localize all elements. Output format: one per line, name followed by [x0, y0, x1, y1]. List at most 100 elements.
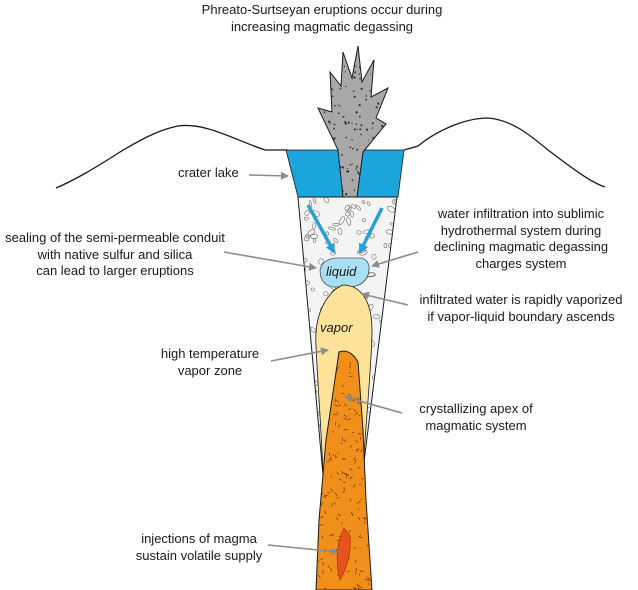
water-infiltration-line-3: declining magmatic degassing [433, 239, 609, 254]
magma-crystal [350, 511, 354, 517]
breccia-clast [309, 402, 315, 407]
breccia-clast [382, 421, 388, 427]
breccia-clast [301, 399, 308, 404]
magma-crystal [321, 561, 324, 566]
magma-crystal [341, 522, 344, 524]
magma-crystal [345, 473, 350, 477]
breccia-clast [333, 238, 339, 243]
breccia-clast [350, 211, 354, 218]
breccia-clast [380, 327, 389, 333]
ash-speck [359, 128, 362, 131]
ash-speck [355, 168, 357, 170]
magma-crystal [336, 400, 339, 403]
breccia-clast [302, 359, 309, 369]
ash-speck [351, 179, 354, 182]
magma-crystal [332, 534, 334, 537]
ash-speck [366, 129, 369, 131]
magma-crystal [316, 512, 320, 517]
breccia-clast [332, 222, 340, 227]
ash-speck [377, 102, 380, 105]
ash-speck [341, 166, 345, 169]
water-infiltration-label: water infiltration into sublimic hydroth… [416, 206, 626, 272]
magma-crystal [337, 513, 341, 517]
title-line-1: Phreato-Surtseyan eruptions occur during [201, 2, 443, 17]
breccia-clast [312, 222, 316, 230]
injections-line-1: injections of magma [141, 531, 257, 546]
breccia-clast [347, 206, 352, 213]
ash-speck [369, 90, 371, 92]
magma-crystal [357, 432, 361, 434]
ash-speck [357, 172, 360, 175]
ash-speck [372, 136, 375, 140]
magma-crystal [356, 448, 358, 452]
magma-crystal [357, 508, 360, 511]
magma-crystal [336, 366, 340, 370]
magma-crystal [354, 412, 358, 416]
high-temp-line-2: vapor zone [177, 362, 243, 378]
ash-speck [333, 127, 335, 130]
breccia-clast [325, 231, 329, 236]
ash-speck [339, 105, 341, 107]
ash-speck [318, 111, 320, 114]
magma-crystal [348, 372, 352, 374]
magma-crystal [330, 458, 333, 461]
breccia-clast [383, 381, 390, 389]
magma-crystal [352, 484, 356, 488]
ash-speck [342, 115, 345, 118]
ash-speck [334, 105, 336, 107]
ash-speck [337, 112, 340, 115]
ash-speck [354, 71, 357, 74]
ash-speck [349, 164, 352, 166]
magma-crystal [343, 473, 347, 475]
ash-speck [356, 148, 359, 151]
magma-crystal [336, 411, 339, 415]
ash-speck [362, 49, 364, 51]
ash-speck [351, 122, 353, 124]
high-temp-leader [270, 347, 329, 362]
magma-crystal [342, 437, 344, 440]
ash-speck [356, 171, 359, 173]
magma-crystal [348, 408, 351, 411]
ash-speck [383, 141, 385, 143]
breccia-clast [309, 393, 313, 403]
magma-crystal [358, 516, 361, 521]
magma-crystal [366, 480, 369, 485]
crystallizing-line-1: crystallizing apex of [419, 401, 533, 416]
water-infiltration-line-1: water infiltration into sublimic [437, 206, 605, 221]
injections-line-2: sustain volatile supply [135, 547, 263, 563]
breccia-clast [355, 204, 361, 211]
liquid-zone [319, 257, 370, 288]
water-arrow-right [358, 207, 384, 254]
magma-crystal [340, 470, 344, 474]
magma-crystal [348, 529, 351, 533]
ash-speck [327, 46, 329, 48]
magma-crystal [349, 498, 352, 502]
magma-crystal [349, 468, 353, 471]
right-flank [403, 117, 606, 188]
breccia-clast [393, 199, 397, 204]
magma-crystal [334, 404, 339, 407]
breccia-clast [385, 347, 391, 354]
magma-crystal [323, 495, 325, 498]
ash-speck [360, 124, 363, 127]
magma-crystal [355, 559, 357, 564]
magma-crystal [349, 445, 352, 448]
ash-speck [321, 66, 324, 68]
breccia-clast [374, 390, 380, 395]
breccia-clast [390, 416, 396, 421]
ash-speck [325, 66, 328, 69]
diagram-title: Phreato-Surtseyan eruptions occur during… [197, 2, 447, 35]
ash-speck [352, 54, 356, 58]
water-infiltration-leader [371, 251, 419, 268]
breccia-clast [384, 394, 389, 399]
breccia-clast [298, 283, 301, 289]
ash-speck [340, 153, 343, 156]
breccia-clast [372, 314, 381, 320]
ash-speck [353, 128, 356, 131]
magma-crystal [361, 478, 364, 480]
breccia-clast [371, 254, 377, 260]
magma-crystal [332, 454, 335, 457]
breccia-clast [313, 425, 319, 432]
ash-speck [347, 121, 350, 124]
magma-crystal [316, 554, 318, 557]
